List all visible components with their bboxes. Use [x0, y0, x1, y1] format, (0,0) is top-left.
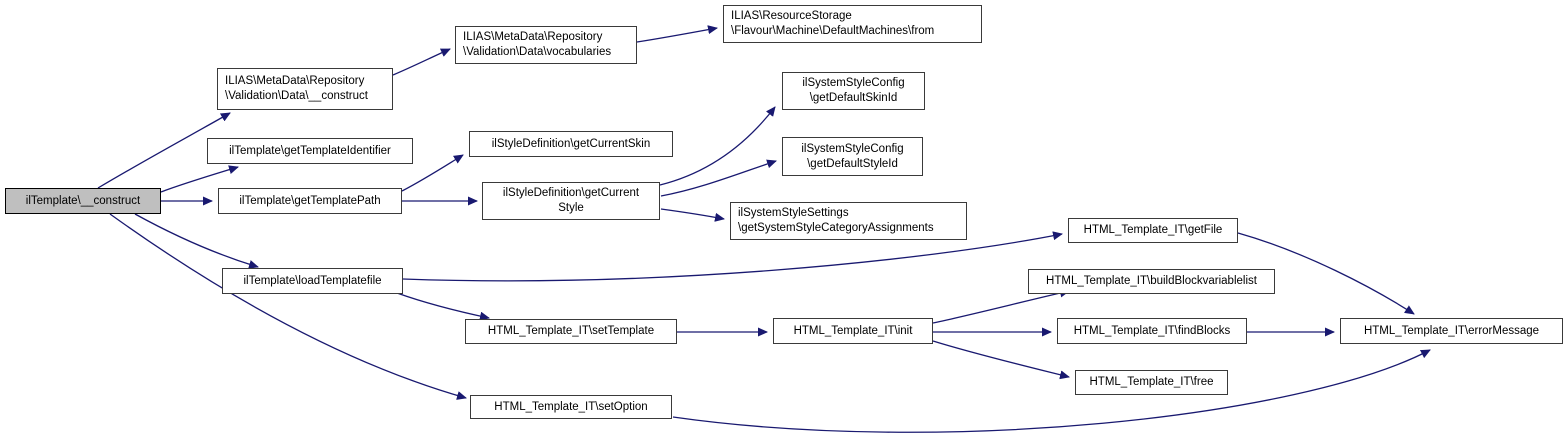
node-get-template-identifier[interactable]: ilTemplate\getTemplateIdentifier [207, 138, 413, 164]
edge-init-to-free [932, 340, 1070, 380]
node-label: HTML_Template_IT\findBlocks [1073, 324, 1231, 337]
edge-get-current-style-to-get-default-style-id [660, 159, 777, 197]
node-label: HTML_Template_IT\errorMessage [1363, 324, 1540, 337]
node-vocabularies[interactable]: ILIAS\MetaData\Repository \Validation\Dat… [455, 26, 637, 64]
edge-iltemplate-construct-to-get-template-identifier [160, 165, 239, 193]
node-label: ILIAS\MetaData\Repository [463, 31, 603, 43]
node-set-template[interactable]: HTML_Template_IT\setTemplate [465, 319, 677, 344]
node-label: \Validation\Data\__construct [225, 90, 368, 102]
node-label: ilTemplate\loadTemplatefile [243, 274, 382, 287]
node-metadata-construct[interactable]: ILIAS\MetaData\Repository \Validation\Dat… [217, 68, 393, 110]
node-label: \getSystemStyleCategoryAssignments [738, 222, 934, 234]
edge-load-templatefile-to-set-template [396, 292, 490, 321]
edge-iltemplate-construct-to-set-option [109, 213, 467, 400]
node-get-template-path[interactable]: ilTemplate\getTemplatePath [218, 188, 402, 214]
node-get-default-style-id[interactable]: ilSystemStyleConfig \getDefaultStyleId [782, 137, 923, 176]
node-label: ilTemplate\__construct [25, 194, 141, 207]
edge-metadata-construct-to-vocabularies [392, 48, 451, 76]
edge-set-option-to-error-message [672, 349, 1431, 433]
node-label: ILIAS\MetaData\Repository [225, 75, 365, 87]
node-label: HTML_Template_IT\buildBlockvariablelist [1046, 275, 1257, 287]
node-label: ilSystemStyleConfig [801, 142, 904, 155]
node-label: ilStyleDefinition\getCurrentSkin [491, 137, 651, 150]
node-label: ILIAS\ResourceStorage [731, 10, 852, 22]
node-label: HTML_Template_IT\init [793, 324, 913, 337]
node-label: HTML_Template_IT\getFile [1083, 224, 1223, 236]
node-label: ilStyleDefinition\getCurrent [502, 187, 640, 199]
node-load-templatefile[interactable]: ilTemplate\loadTemplatefile [222, 268, 403, 294]
edge-get-template-path-to-get-current-skin [401, 154, 464, 192]
node-label: HTML_Template_IT\setTemplate [487, 325, 655, 337]
edge-get-current-style-to-get-system-style-category-assignments [660, 208, 725, 222]
node-get-system-style-category-assignments[interactable]: ilSystemStyleSettings \getSystemStyleCate… [730, 202, 967, 240]
edge-iltemplate-construct-to-metadata-construct [97, 112, 231, 189]
edge-vocabularies-to-default-machines-from [636, 25, 718, 43]
node-free[interactable]: HTML_Template_IT\free [1075, 370, 1228, 395]
node-label: HTML_Template_IT\free [1089, 376, 1214, 388]
edge-getfile-to-error-message [1237, 232, 1415, 315]
edge-get-current-style-to-get-default-skin-id [659, 106, 776, 186]
node-get-current-skin[interactable]: ilStyleDefinition\getCurrentSkin [469, 131, 673, 157]
node-label: Style [558, 202, 584, 214]
node-label: ilSystemStyleSettings [738, 207, 849, 219]
edge-load-templatefile-to-getfile [402, 231, 1063, 282]
node-label: \Validation\Data\vocabularies [463, 46, 612, 58]
node-label: HTML_Template_IT\setOption [494, 400, 648, 413]
node-default-machines-from[interactable]: ILIAS\ResourceStorage \Flavour\Machine\De… [723, 5, 982, 43]
node-label: ilSystemStyleConfig [802, 77, 905, 89]
node-label: ilTemplate\getTemplatePath [239, 194, 381, 207]
node-find-blocks[interactable]: HTML_Template_IT\findBlocks [1057, 318, 1247, 344]
node-set-option[interactable]: HTML_Template_IT\setOption [470, 395, 672, 419]
node-iltemplate-construct[interactable]: ilTemplate\__construct [5, 188, 161, 214]
node-build-blockvariablelist[interactable]: HTML_Template_IT\buildBlockvariablelist [1028, 269, 1275, 294]
edge-init-to-build-blockvariablelist [932, 288, 1070, 324]
node-label: ilTemplate\getTemplateIdentifier [229, 144, 391, 157]
edge-iltemplate-construct-to-load-templatefile [134, 213, 259, 269]
node-label: \getDefaultStyleId [807, 157, 898, 170]
node-error-message[interactable]: HTML_Template_IT\errorMessage [1340, 318, 1563, 344]
node-getfile[interactable]: HTML_Template_IT\getFile [1068, 218, 1238, 243]
node-init[interactable]: HTML_Template_IT\init [773, 318, 933, 344]
node-get-default-skin-id[interactable]: ilSystemStyleConfig \getDefaultSkinId [782, 72, 925, 110]
node-label: \Flavour\Machine\DefaultMachines\from [731, 25, 935, 37]
node-label: \getDefaultSkinId [809, 92, 898, 104]
